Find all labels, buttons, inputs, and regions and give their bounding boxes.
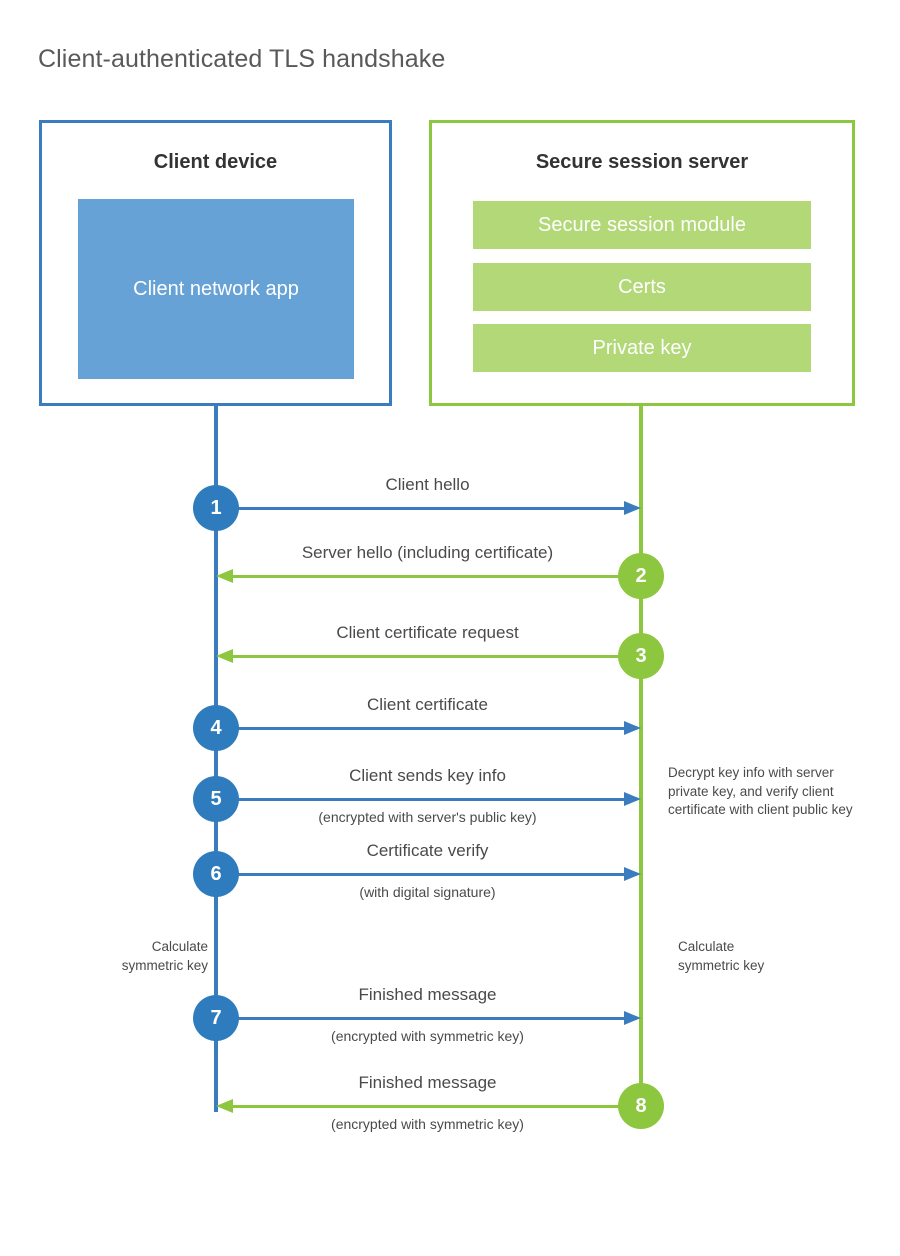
message-6-label: Certificate verify xyxy=(366,841,489,860)
client-lifeline xyxy=(214,406,218,1112)
server-component-certs: Certs xyxy=(473,263,811,311)
message-4-label: Client certificate xyxy=(367,695,488,714)
message-7-label: Finished message xyxy=(358,985,497,1004)
message-1-arrow-line xyxy=(216,507,625,510)
message-6-arrow-line xyxy=(216,873,625,876)
message-8-arrow-head-icon xyxy=(216,1099,233,1113)
message-1-arrow-head-icon xyxy=(624,501,641,515)
message-2-arrow-head-icon xyxy=(216,569,233,583)
message-5-sublabel: (encrypted with server's public key) xyxy=(318,809,537,825)
message-5-label: Client sends key info xyxy=(349,766,506,785)
message-5-arrow-line xyxy=(216,798,625,801)
step-badge-6: 6 xyxy=(193,851,239,897)
message-5-arrow-head-icon xyxy=(624,792,641,806)
step-badge-1: 1 xyxy=(193,485,239,531)
message-2-arrow-line xyxy=(233,575,641,578)
step-badge-3: 3 xyxy=(618,633,664,679)
step-badge-2: 2 xyxy=(618,553,664,599)
step-badge-5: 5 xyxy=(193,776,239,822)
message-1-label: Client hello xyxy=(385,475,470,494)
message-3-arrow-head-icon xyxy=(216,649,233,663)
note-server-calculate-symmetric-key: Calculate symmetric key xyxy=(678,939,765,973)
message-8-label: Finished message xyxy=(358,1073,497,1092)
message-2-label: Server hello (including certificate) xyxy=(301,543,554,562)
note-server-decrypt: Decrypt key info with server private key… xyxy=(668,765,853,818)
message-7-arrow-line xyxy=(216,1017,625,1020)
message-3-label: Client certificate request xyxy=(336,623,519,642)
server-lifeline xyxy=(639,406,643,1106)
step-badge-7: 7 xyxy=(193,995,239,1041)
message-7-sublabel: (encrypted with symmetric key) xyxy=(331,1028,524,1044)
message-6-sublabel: (with digital signature) xyxy=(359,884,496,900)
message-8-arrow-line xyxy=(233,1105,641,1108)
message-6-arrow-head-icon xyxy=(624,867,641,881)
client-network-app-block: Client network app xyxy=(78,199,354,379)
step-badge-4: 4 xyxy=(193,705,239,751)
message-3-arrow-line xyxy=(233,655,641,658)
message-4-arrow-head-icon xyxy=(624,721,641,735)
step-badge-8: 8 xyxy=(618,1083,664,1129)
message-7-arrow-head-icon xyxy=(624,1011,641,1025)
client-device-box: Client device Client network app xyxy=(39,120,392,406)
server-component-private-key: Private key xyxy=(473,324,811,372)
note-client-calculate-symmetric-key: Calculate symmetric key xyxy=(121,939,208,973)
client-device-title: Client device xyxy=(153,151,278,173)
secure-session-server-title: Secure session server xyxy=(535,151,749,173)
message-8-sublabel: (encrypted with symmetric key) xyxy=(331,1116,524,1132)
server-component-secure-session-module: Secure session module xyxy=(473,201,811,249)
page-title: Client-authenticated TLS handshake xyxy=(38,44,446,73)
secure-session-server-box: Secure session server Secure session mod… xyxy=(429,120,855,406)
message-4-arrow-line xyxy=(216,727,625,730)
